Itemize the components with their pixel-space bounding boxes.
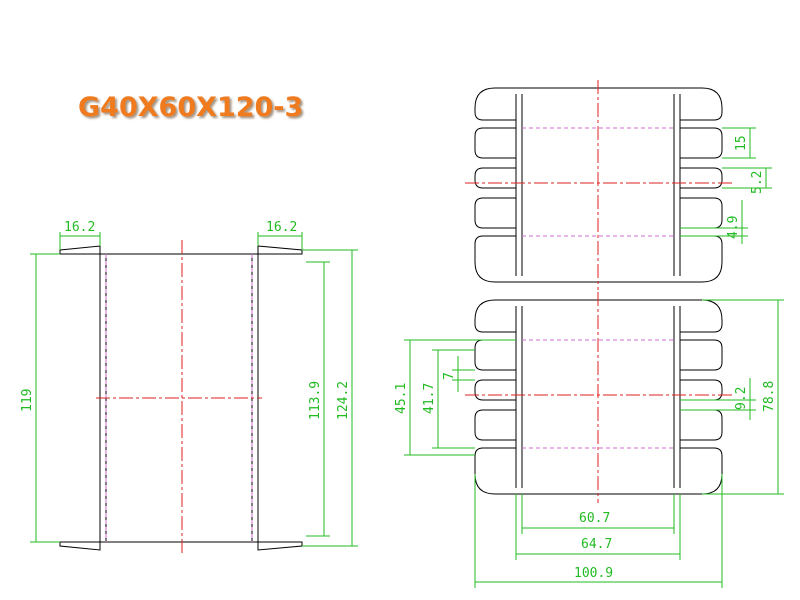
dim-100-9: 100.9 <box>574 566 613 581</box>
bottom-view-centerlines <box>465 292 732 503</box>
dim-5-2: 5.2 <box>750 171 765 194</box>
dim-45-1: 45.1 <box>394 383 409 414</box>
dim-16-2-left: 16.2 <box>64 220 95 235</box>
dim-78-8: 78.8 <box>762 381 777 412</box>
dim-64-7: 64.7 <box>581 537 612 552</box>
top-view-centerlines <box>465 80 732 290</box>
dimension-labels: 16.2 16.2 119 113.9 124.2 15 5.2 4.9 45.… <box>20 135 777 581</box>
top-view <box>474 87 723 283</box>
part-number-title: G40X60X120-3 <box>78 92 304 123</box>
dim-60-7: 60.7 <box>579 511 610 526</box>
dim-119: 119 <box>20 389 35 412</box>
side-view-dimensions <box>30 232 358 547</box>
dim-7: 7 <box>442 372 457 380</box>
bottom-view-hidden-lines <box>522 339 674 449</box>
top-view-hidden-lines <box>522 127 674 237</box>
bottom-view-dimensions <box>404 299 784 588</box>
dim-113-9: 113.9 <box>308 381 323 420</box>
dim-124-2: 124.2 <box>336 381 351 420</box>
dim-16-2-right: 16.2 <box>266 220 297 235</box>
dim-15: 15 <box>734 135 749 151</box>
top-view-outline <box>474 87 723 283</box>
side-view-centerlines <box>96 240 262 556</box>
top-view-dimensions <box>680 127 772 244</box>
side-view-top-flange <box>59 245 303 255</box>
dim-41-7: 41.7 <box>422 383 437 414</box>
dim-9-2: 9.2 <box>734 387 749 410</box>
dim-4-9: 4.9 <box>726 216 741 239</box>
side-view-bottom-flange <box>59 541 303 551</box>
